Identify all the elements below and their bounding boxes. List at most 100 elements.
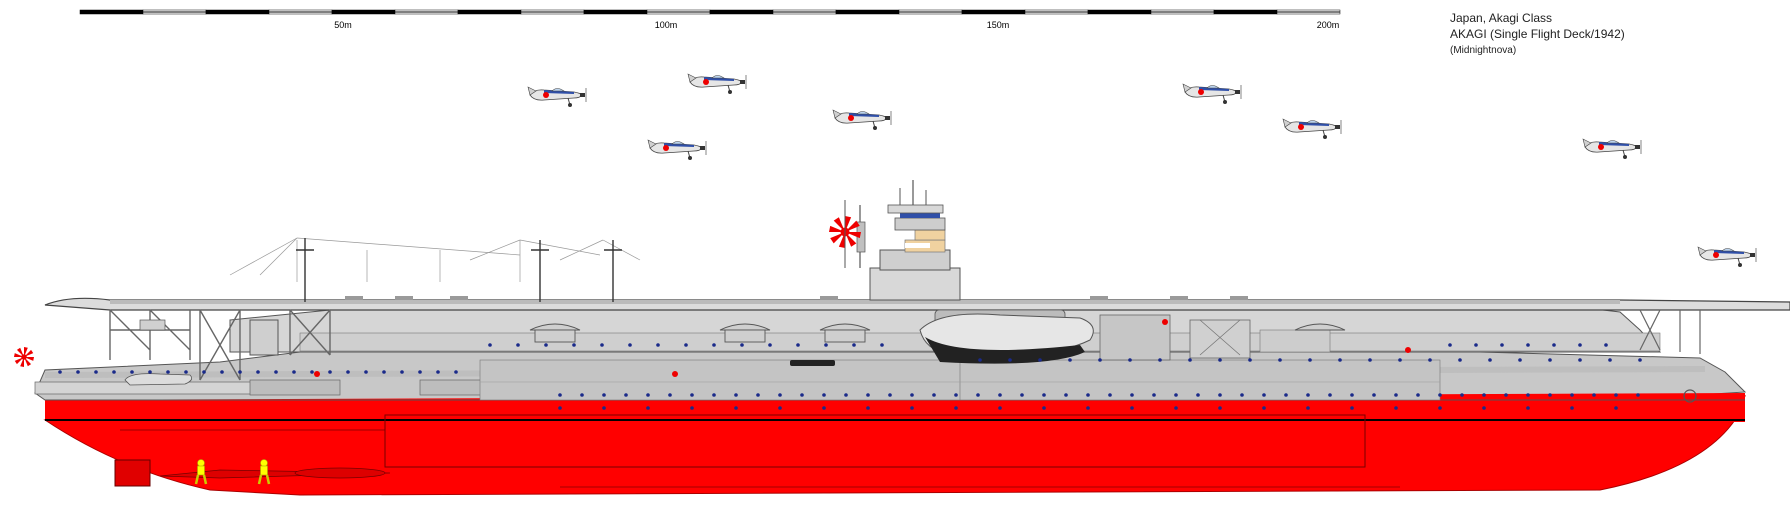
porthole — [1526, 406, 1530, 410]
porthole — [292, 370, 296, 374]
porthole — [1152, 393, 1156, 397]
porthole — [544, 343, 548, 347]
porthole — [516, 343, 520, 347]
porthole — [1428, 358, 1432, 362]
porthole — [756, 393, 760, 397]
porthole — [1608, 358, 1612, 362]
porthole — [646, 393, 650, 397]
porthole — [558, 406, 562, 410]
porthole — [768, 343, 772, 347]
porthole — [580, 393, 584, 397]
porthole — [1578, 343, 1582, 347]
porthole — [1482, 406, 1486, 410]
porthole — [822, 406, 826, 410]
porthole — [1526, 343, 1530, 347]
aircraft-icon — [1282, 118, 1342, 140]
porthole — [1262, 393, 1266, 397]
porthole — [346, 370, 350, 374]
porthole — [954, 406, 958, 410]
porthole — [256, 370, 260, 374]
porthole — [94, 370, 98, 374]
porthole — [1306, 406, 1310, 410]
aircraft-icon — [687, 73, 747, 95]
porthole — [824, 343, 828, 347]
porthole — [1308, 358, 1312, 362]
porthole — [684, 343, 688, 347]
porthole — [1008, 358, 1012, 362]
porthole — [1394, 406, 1398, 410]
porthole — [866, 406, 870, 410]
scale-label-50m: 50m — [334, 20, 352, 30]
porthole — [976, 393, 980, 397]
porthole — [1350, 393, 1354, 397]
porthole — [1086, 406, 1090, 410]
porthole — [978, 358, 982, 362]
porthole — [436, 370, 440, 374]
porthole — [1438, 406, 1442, 410]
portholes — [58, 343, 1642, 410]
porthole — [1518, 358, 1522, 362]
porthole — [1488, 358, 1492, 362]
porthole — [932, 393, 936, 397]
porthole — [1460, 393, 1464, 397]
porthole — [1262, 406, 1266, 410]
porthole — [844, 393, 848, 397]
porthole — [796, 343, 800, 347]
porthole — [220, 370, 224, 374]
deck-parked-aircraft — [345, 296, 1248, 300]
porthole — [418, 370, 422, 374]
aircraft-icon — [527, 86, 587, 108]
porthole — [1128, 358, 1132, 362]
porthole — [1398, 358, 1402, 362]
porthole — [656, 343, 660, 347]
porthole — [1482, 393, 1486, 397]
porthole — [1636, 393, 1640, 397]
scale-label-200m: 200m — [1316, 20, 1340, 30]
porthole — [1474, 343, 1478, 347]
porthole — [740, 343, 744, 347]
porthole — [76, 370, 80, 374]
aircraft-icon — [1182, 83, 1242, 105]
porthole — [1248, 358, 1252, 362]
bow-supports — [1639, 309, 1701, 354]
porthole — [1174, 406, 1178, 410]
porthole — [1578, 358, 1582, 362]
porthole — [166, 370, 170, 374]
scale-bar: 50m 100m 150m 200m — [0, 0, 1790, 40]
porthole — [558, 393, 562, 397]
porthole — [148, 370, 152, 374]
porthole — [1548, 358, 1552, 362]
ship-nation-class: Japan, Akagi Class — [1450, 11, 1553, 25]
porthole — [130, 370, 134, 374]
porthole — [1570, 406, 1574, 410]
porthole — [454, 370, 458, 374]
porthole — [572, 343, 576, 347]
gun-mounts — [529, 323, 1346, 343]
porthole — [1108, 393, 1112, 397]
porthole — [1188, 358, 1192, 362]
porthole — [1098, 358, 1102, 362]
porthole — [1218, 358, 1222, 362]
porthole — [1338, 358, 1342, 362]
title-block: Japan, Akagi Class AKAGI (Single Flight … — [1450, 10, 1625, 60]
porthole — [184, 370, 188, 374]
porthole — [822, 393, 826, 397]
porthole — [1158, 358, 1162, 362]
porthole — [778, 393, 782, 397]
porthole — [624, 393, 628, 397]
porthole — [1592, 393, 1596, 397]
porthole — [1064, 393, 1068, 397]
porthole — [1638, 358, 1642, 362]
porthole — [734, 406, 738, 410]
boat-in-hangar — [919, 313, 1094, 364]
aircraft-icon — [1697, 246, 1757, 268]
rising-sun-flag-icon — [829, 216, 861, 248]
porthole — [328, 370, 332, 374]
porthole — [1504, 393, 1508, 397]
porthole — [910, 406, 914, 410]
porthole — [1416, 393, 1420, 397]
porthole — [274, 370, 278, 374]
porthole — [690, 393, 694, 397]
porthole — [238, 370, 242, 374]
porthole — [690, 406, 694, 410]
